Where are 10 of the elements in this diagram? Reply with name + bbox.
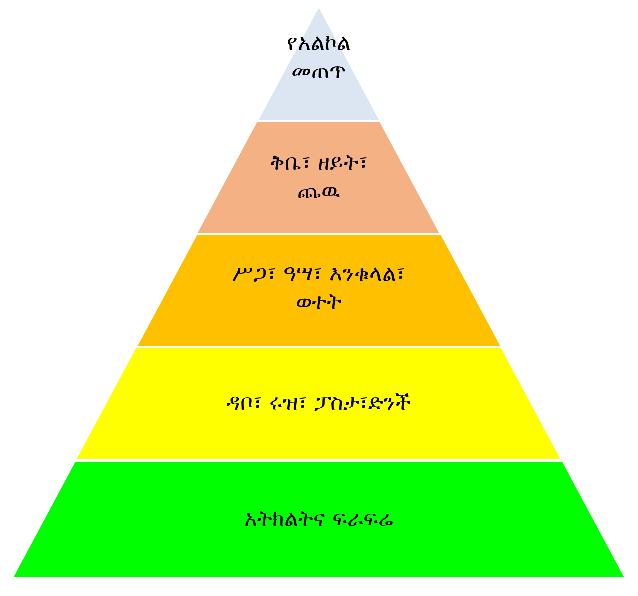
pyramid-tier [77,348,561,459]
tier-label: ዳቦ፣ ሩዝ፣ ፓስታ፣ድንች [226,390,412,418]
pyramid-tier [14,462,624,577]
pyramid-top-tier [258,8,380,120]
pyramid-tier [198,122,440,233]
tier-label: ቅቤ፣ ዘይት፣ ጨዉ [268,150,369,206]
tier-label: ሥጋ፣ ዓሣ፣ እንቁላል፣ ወተት [231,260,406,316]
tier-label: የአልኮል መጠጥ [286,30,352,86]
tier-label: አትክልትና ፍራፍሬ [244,506,394,534]
pyramid-tier [138,235,500,346]
